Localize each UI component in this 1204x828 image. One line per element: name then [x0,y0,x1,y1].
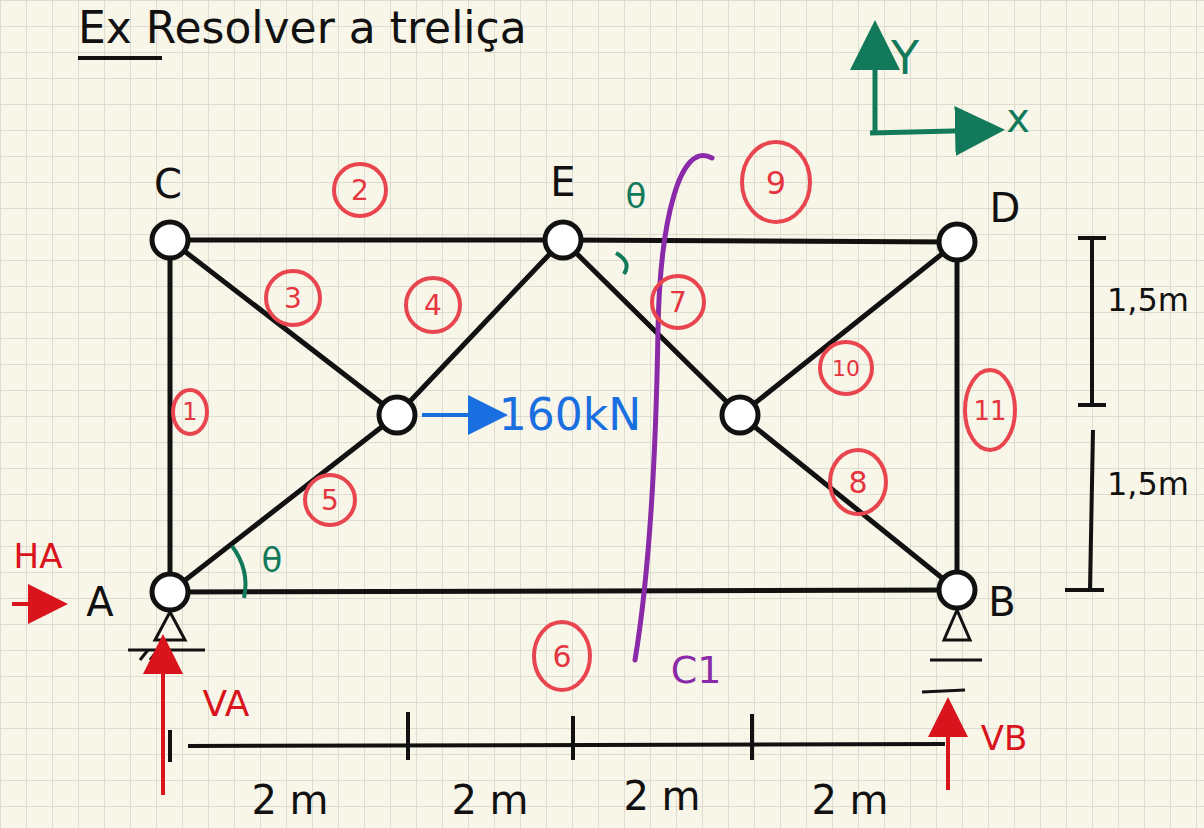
member-number: 6 [552,642,571,672]
angle-label: θ [626,179,647,213]
dimension-label: 2 m [251,780,328,820]
member-number: 2 [351,177,369,205]
joint-label: D [990,188,1021,228]
member-number: 11 [973,398,1006,424]
member-number: 5 [321,487,339,515]
dimension-label: 2 m [451,780,528,820]
member-number: 9 [766,167,786,199]
axis-label: Y [891,35,919,81]
dimension-label: 2 m [623,776,700,816]
member-number: 7 [669,289,687,317]
cut-label: C1 [671,651,722,689]
dimension-label: 1,5m [1107,284,1189,316]
title: Ex Resolver a treliça [78,6,527,50]
reaction-label: VB [981,721,1028,755]
angle-label: θ [262,543,283,577]
member-number: 10 [832,358,860,380]
dimension-label: 1,5m [1107,468,1189,500]
joint-label: A [86,582,113,622]
reaction-label: HA [14,539,63,573]
load-label: 160kN [499,393,641,437]
joint-label: B [988,582,1015,622]
dimension-label: 2 m [811,780,888,820]
member-number: 8 [848,468,867,498]
axis-label: x [1006,98,1030,138]
member-number: 3 [284,285,302,313]
joint-label: E [550,162,575,202]
member-number: 4 [424,292,442,320]
reaction-label: VA [203,686,250,722]
member-number: 1 [182,400,197,424]
joint-label: C [154,164,182,204]
